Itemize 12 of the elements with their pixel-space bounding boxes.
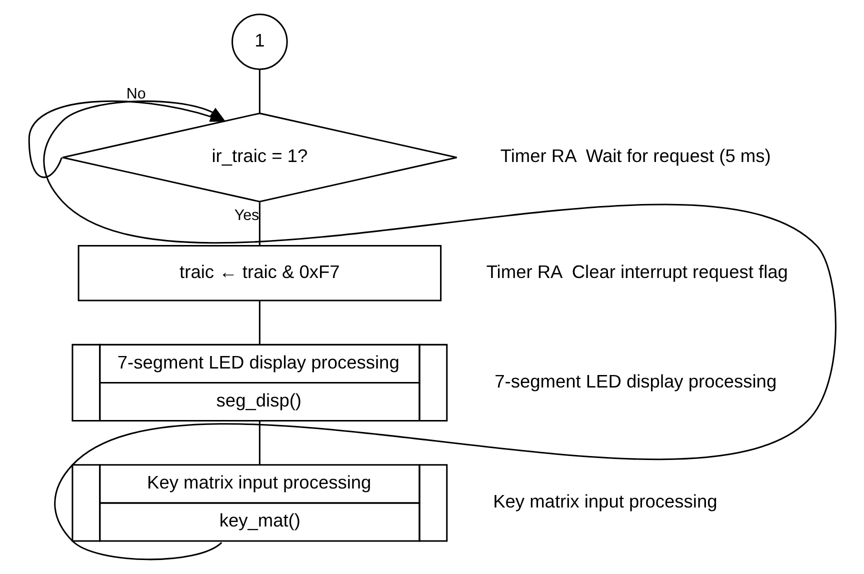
connector xyxy=(258,202,260,246)
connector xyxy=(258,421,260,465)
node-label: Key matrix input processing xyxy=(492,490,717,512)
connector xyxy=(258,301,260,344)
node-label: Timer RA Clear interrupt request flag xyxy=(486,260,788,282)
node-label: 7-segment LED display processing xyxy=(494,370,776,392)
node-label: Timer RA Wait for request (5 ms) xyxy=(500,145,770,166)
edge-label: Yes xyxy=(234,207,259,224)
node-box: traic ← traic & 0xF7 xyxy=(77,245,442,302)
edge-label: No xyxy=(126,86,146,102)
node-circle: 1 xyxy=(231,14,288,70)
connector xyxy=(258,69,260,114)
